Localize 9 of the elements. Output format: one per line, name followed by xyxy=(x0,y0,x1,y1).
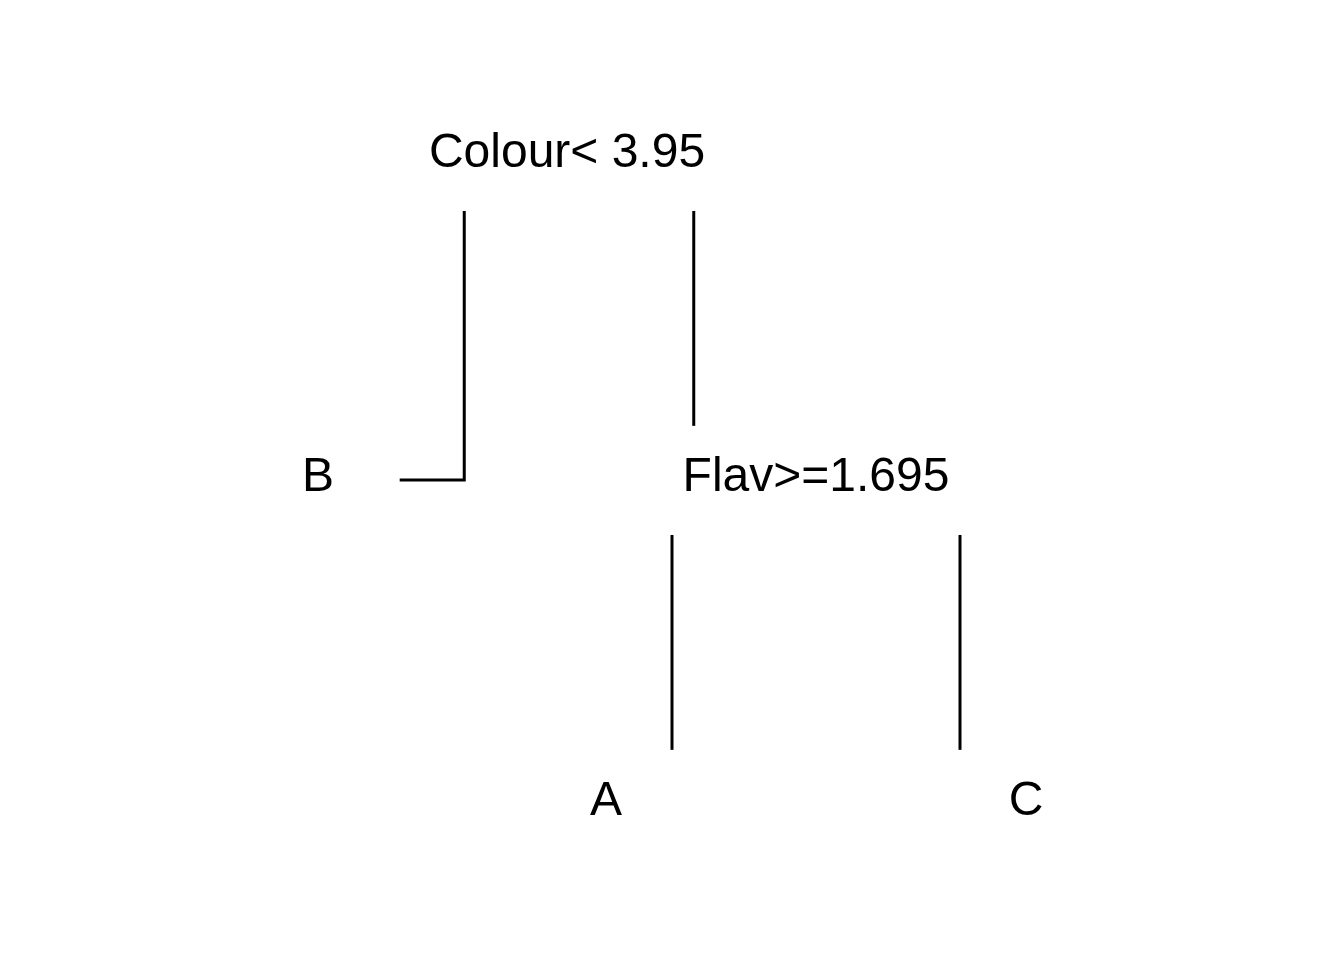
connector xyxy=(399,210,466,482)
node-text: C xyxy=(1008,772,1044,826)
node-text: A xyxy=(589,772,623,826)
node-text: Colour< 3.95 xyxy=(428,124,706,178)
node-text: Flav>=1.695 xyxy=(682,448,950,502)
node-text: B xyxy=(301,448,335,502)
connector xyxy=(670,534,674,750)
connector xyxy=(692,210,696,426)
connector xyxy=(958,534,962,750)
